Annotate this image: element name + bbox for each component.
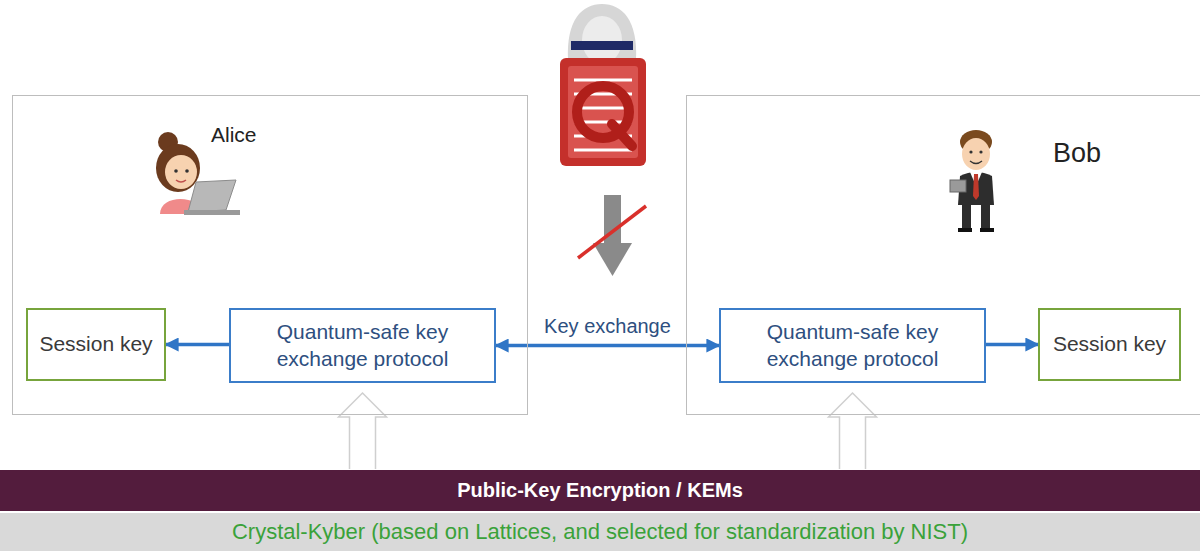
node-text: Quantum-safe key exchange protocol [241,319,484,372]
face [165,155,197,189]
node-text: Session key [39,331,152,357]
computer-panel [568,66,638,158]
bob-figure [950,130,994,232]
arrow-connector [986,343,1038,347]
user-panel: Quantum-safe key exchange protocol Sessio… [686,95,1200,415]
hacker-figure [568,4,636,64]
eye [969,150,972,153]
user-panel: Session key Quantum-safe key exchange pro… [12,95,528,415]
session-key-box: Session key [1038,308,1181,381]
arrow-head [593,243,632,276]
eye [174,169,178,173]
person-name: Alice [211,123,257,147]
mouth [176,180,186,182]
category-band: Public-Key Encryption / KEMs [0,470,1200,511]
person-name: Bob [1053,138,1101,169]
eye-bar [571,41,633,50]
computer-box [560,58,646,166]
scheme-band: Crystal-Kyber (based on Lattices, and se… [0,513,1200,551]
protocol-box: Quantum-safe key exchange protocol [719,308,986,383]
eye [979,150,982,153]
panel-grid [574,80,632,150]
hair [156,144,200,192]
quantum-computer-icon [560,58,646,166]
shoe [980,228,994,232]
mouth [970,161,982,164]
block-arrow [829,393,877,469]
tablet [950,180,966,192]
tie [973,174,979,200]
laptop-base [184,210,240,215]
shoe [958,228,972,232]
node-text: Quantum-safe key exchange protocol [731,319,974,372]
leg [981,205,990,229]
node-text: Crystal-Kyber (based on Lattices, and se… [232,519,968,545]
q-tail [612,124,632,146]
blocked-arrow [578,195,646,276]
eye [185,169,189,173]
node-text: Session key [1053,331,1166,357]
face [582,16,622,64]
leg [962,205,971,229]
arrow-connector [166,343,229,347]
node-text: Public-Key Encryption / KEMs [457,479,743,502]
block-arrow [339,393,387,469]
laptop-screen [188,180,236,212]
block-slash [578,206,646,258]
session-key-box: Session key [26,308,166,381]
face [962,138,990,170]
protocol-box: Quantum-safe key exchange protocol [229,308,496,383]
edge-label: Key exchange [541,315,674,338]
